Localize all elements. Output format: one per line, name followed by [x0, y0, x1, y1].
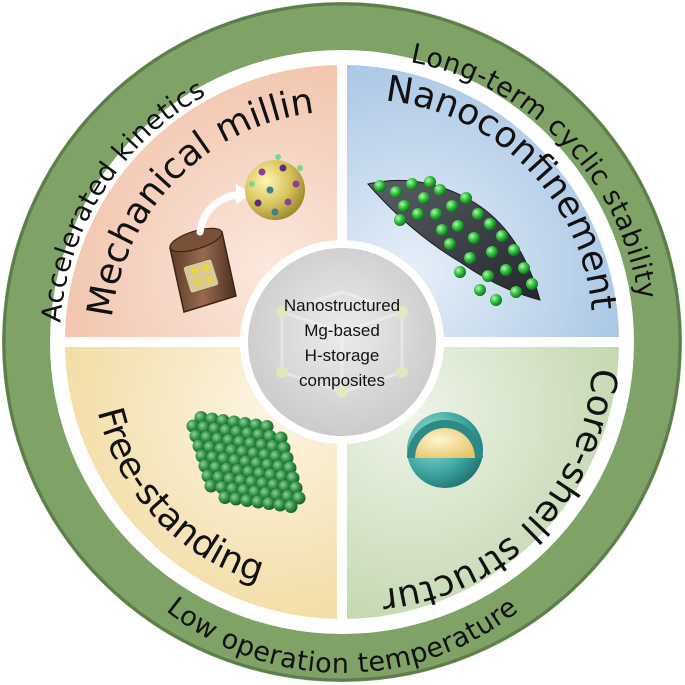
core-shell-sphere-icon	[407, 412, 483, 488]
center-line-4: composites	[299, 371, 385, 390]
center-line-1: Nanostructured	[284, 296, 400, 315]
milled-particle-icon	[245, 154, 305, 220]
confined-particles-icon	[374, 176, 538, 306]
center-line-3: H-storage	[305, 346, 380, 365]
center-line-2: Mg-based	[304, 321, 380, 340]
ball-mill-jar-icon	[169, 227, 237, 313]
free-standing-array-icon	[186, 411, 306, 513]
lattice-watermark-icon	[276, 290, 408, 398]
process-arrow-icon	[196, 190, 244, 236]
process-arrow-head-icon	[236, 184, 252, 204]
